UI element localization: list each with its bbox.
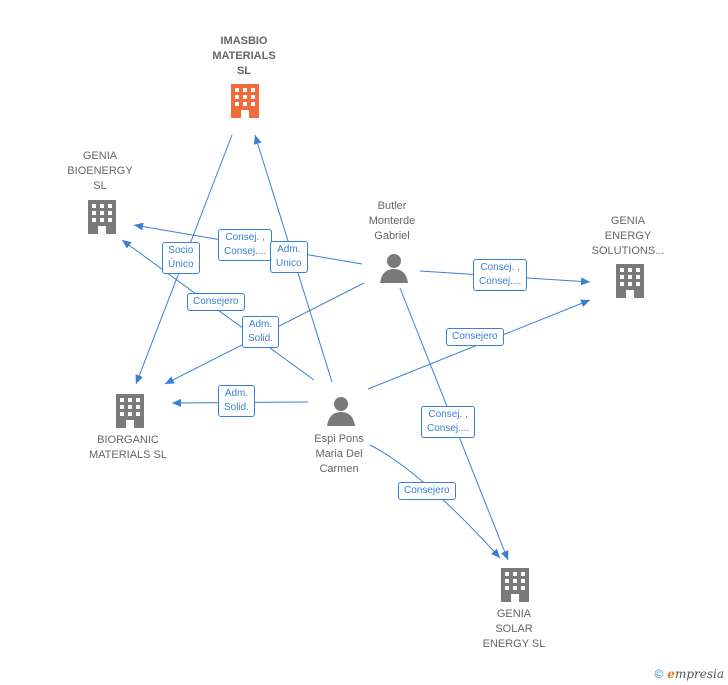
edge-label-consejero-solar[interactable]: Consejero [398,482,456,500]
brand-logo-initial: e [667,667,675,681]
edge-label-line: Consej.... [479,276,522,287]
node-label-butler[interactable]: Butler Monterde Gabriel [332,199,452,244]
edge-label-line: Adm. [248,319,273,330]
edge-label-consej-solutions[interactable]: Consej. , Consej.... [473,259,528,291]
edge-label-line: Consej. , [225,232,265,243]
footer-watermark: ©empresia [654,667,724,681]
edge-label-line: Adm. [277,244,301,255]
node-label-genia-bioenergy[interactable]: GENIA BIOENERGY SL [40,149,160,194]
edge-label-line: Solid. [248,333,274,344]
edge-label-line: Único [168,259,194,270]
edge-label-line: Consej.... [427,423,470,434]
node-label-espi[interactable]: Espi Pons Maria Del Carmen [279,432,399,477]
building-icon [231,84,259,118]
node-label-line: Espi Pons [314,433,364,445]
building-icon [116,394,144,428]
node-label-line: Monterde [368,215,416,227]
edge-label-line: Consej. , [428,409,468,420]
node-label-line: BIOENERGY [67,165,133,177]
node-label-line: Maria Del [315,448,363,460]
building-icon [616,264,644,298]
edge-label-line: Consejero [193,296,239,307]
node-label-line: ENERGY [604,230,652,242]
node-label-line: SL [93,180,107,192]
node-label-line: Carmen [319,463,359,475]
node-label-line: Butler [377,200,407,212]
edge-label-adm-unico[interactable]: Adm. Unico [270,241,308,273]
edge-label-adm-solid-butler[interactable]: Adm. Solid. [242,316,280,348]
edge-label-line: Consej.... [224,246,267,257]
brand-logo: empresia [667,667,724,681]
edge-label-line: Consejero [404,485,450,496]
edge-label-consejero-bioenergy[interactable]: Consejero [187,293,245,311]
node-label-line: SL [236,65,252,77]
edge-label-line: Adm. [224,388,249,399]
node-label-line: GENIA [82,150,118,162]
person-icon [327,397,355,426]
node-label-line: Gabriel [374,230,410,242]
node-label-line: BIORGANIC [97,434,159,446]
node-label-line: MATERIALS [212,50,276,62]
brand-logo-text: mpresia [674,667,724,681]
node-label-line: MATERIALS SL [88,449,168,461]
edge-label-line: Unico [276,258,302,269]
node-label-genia-energy-solutions[interactable]: GENIA ENERGY SOLUTIONS... [568,214,688,259]
edge-label-consej-bioenergy[interactable]: Consej. , Consej.... [218,229,273,261]
node-label-imasbio[interactable]: IMASBIO MATERIALS SL [184,34,304,79]
edge-label-line: Consejero [452,331,498,342]
node-label-line: SOLUTIONS... [591,245,665,257]
node-label-line: SOLAR [495,623,533,635]
node-label-genia-solar[interactable]: GENIA SOLAR ENERGY SL [454,607,574,652]
edge-label-consejero-solutions[interactable]: Consejero [446,328,504,346]
edge-label-line: Consej. , [480,262,520,273]
building-icon [88,200,116,234]
edge-label-socio-unico[interactable]: Socio Único [162,242,200,274]
edge-label-adm-solid-espi[interactable]: Adm. Solid. [218,385,256,417]
node-label-line: IMASBIO [220,35,268,47]
node-label-line: GENIA [610,215,646,227]
node-label-line: ENERGY SL [482,638,546,650]
edge-label-line: Socio [168,245,194,256]
person-icon [380,254,408,283]
building-icon [501,568,529,602]
edge-label-line: Solid. [224,402,250,413]
node-label-biorganic[interactable]: BIORGANIC MATERIALS SL [68,433,188,463]
copyright-symbol: © [654,667,664,681]
edge-label-consej-solar[interactable]: Consej. , Consej.... [421,406,476,438]
node-label-line: GENIA [496,608,532,620]
